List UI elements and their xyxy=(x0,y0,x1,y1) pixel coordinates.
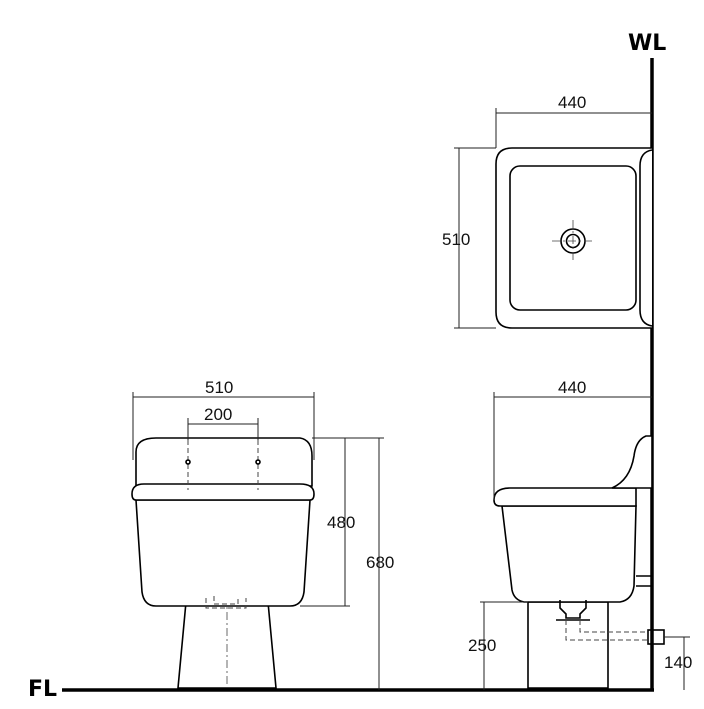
side-view: 440 250 140 xyxy=(468,378,692,690)
pedestal-height-dim-text: 250 xyxy=(468,636,496,655)
top-depth-dim-text: 510 xyxy=(442,230,470,249)
front-hidden-trap xyxy=(205,598,247,609)
floor-label: FL xyxy=(28,677,57,702)
front-splash xyxy=(135,437,313,487)
side-hidden-pipe-top xyxy=(579,620,648,633)
side-splash xyxy=(611,435,653,489)
front-basin-body xyxy=(135,499,311,607)
side-pedestal xyxy=(527,601,609,689)
top-view: 440 510 xyxy=(442,93,653,329)
top-view-rim-curve xyxy=(639,149,653,327)
side-trap xyxy=(559,600,587,619)
wall-label: WL xyxy=(628,31,666,56)
front-rim xyxy=(131,483,315,501)
tap-hole-right-mark xyxy=(255,459,261,465)
side-rim xyxy=(493,487,637,507)
side-basin-body xyxy=(501,505,637,603)
top-view-outer-rim xyxy=(495,147,652,329)
total-height-dim-text: 680 xyxy=(366,553,394,572)
side-depth-dim-text: 440 xyxy=(558,378,586,397)
front-view: 510 200 480 680 xyxy=(131,378,394,690)
top-view-basin xyxy=(509,165,637,311)
side-hidden-pipe xyxy=(565,620,648,641)
bowl-height-dim-text: 480 xyxy=(327,513,355,532)
outlet-height-dim-text: 140 xyxy=(664,653,692,672)
front-width-dim-text: 510 xyxy=(205,378,233,397)
side-wall-bracket xyxy=(636,575,652,587)
top-width-dim-text: 440 xyxy=(558,93,586,112)
hole-spacing-dim-text: 200 xyxy=(204,405,232,424)
tap-hole-left-mark xyxy=(185,459,191,465)
front-hidden-drain xyxy=(213,596,239,605)
